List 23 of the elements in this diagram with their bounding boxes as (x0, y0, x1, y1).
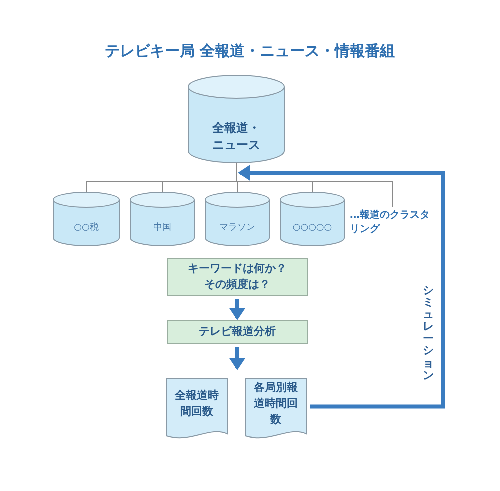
database-cylinder (53, 192, 120, 246)
process-box (167, 258, 308, 296)
node-label: テレビ報道分析 (199, 324, 276, 340)
node-label: ○○○○○ (292, 222, 332, 236)
annotation-text: …報道のクラスタリング (350, 208, 431, 237)
node-label: 全報道時間回数 (174, 388, 220, 420)
arrow (230, 347, 246, 370)
node-label: 中国 (154, 222, 172, 236)
node-label: ○○税 (74, 222, 99, 236)
arrow (230, 299, 246, 320)
database-cylinder (188, 75, 285, 163)
diagram-title: テレビキー局 全報道・ニュース・情報番組 (104, 42, 396, 61)
node-label: キーワードは何か？その頻度は？ (187, 261, 288, 293)
process-box (167, 320, 308, 344)
database-cylinder (205, 192, 270, 246)
arrow (238, 165, 445, 409)
node-label: 全報道・ニュース (212, 120, 262, 154)
node-label: マラソン (220, 222, 256, 236)
edge-label: シミュレーション (423, 285, 434, 382)
node-label: 各局別報道時間回数 (253, 380, 299, 428)
connector-line (236, 162, 394, 208)
database-cylinder (280, 192, 345, 246)
database-cylinder (130, 192, 195, 246)
